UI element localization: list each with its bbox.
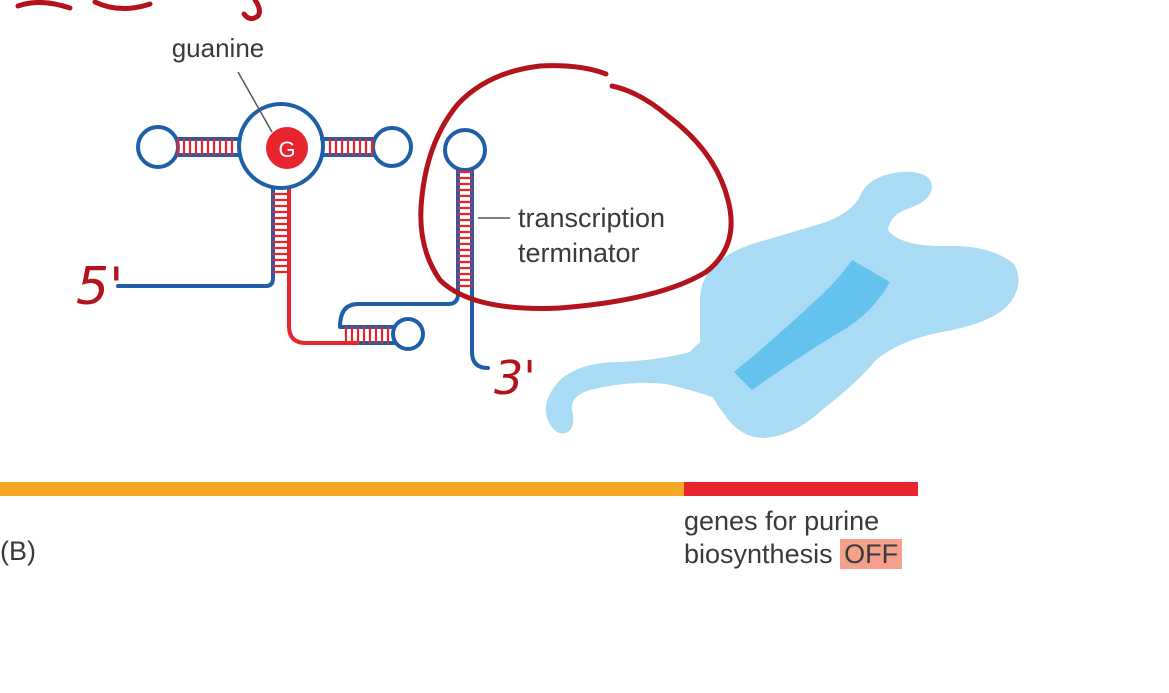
p3-loop (371, 126, 413, 168)
genes-label: genes for purine biosynthesis OFF (684, 505, 903, 571)
p3-stem (320, 137, 382, 157)
terminator-base-pairs (456, 170, 474, 288)
five-prime-leader (116, 186, 275, 288)
p3-base-pairs (328, 137, 374, 157)
guanine-ligand: G (237, 71, 308, 169)
terminator-loop (443, 128, 487, 172)
p1-right-strand (287, 186, 362, 345)
lower-hairpin-base-pairs (344, 325, 390, 345)
p2-base-pairs (176, 137, 234, 157)
panel-label: (B) (0, 536, 36, 566)
guanine-label: guanine (172, 33, 265, 63)
handwriting-scribble (15, 0, 262, 22)
three-prime-annotation: 3' (494, 351, 536, 405)
terminator-stem (456, 164, 490, 370)
guanine-circle (266, 127, 308, 169)
handwritten-circle (418, 63, 734, 311)
off-status-badge: OFF (840, 539, 903, 569)
guanine-badge: G (278, 137, 295, 162)
rna-polymerase (545, 171, 1019, 438)
dna-upstream-region (0, 482, 684, 496)
p2-loop (136, 125, 180, 169)
p2-stem (168, 137, 242, 157)
terminator-label-line1: transcription (518, 203, 665, 233)
terminator-label-line2: terminator (518, 238, 640, 268)
genes-label-line2-text: biosynthesis (684, 539, 833, 569)
rna-strand (116, 102, 490, 370)
guanine-leader-line (237, 71, 273, 133)
polymerase-channel (734, 260, 890, 390)
genes-label-line1: genes for purine (684, 506, 880, 536)
lower-hairpin-loop (391, 317, 425, 351)
five-prime-annotation: 5' (76, 257, 123, 317)
purine-genes-region (684, 482, 918, 496)
genes-label-line2: biosynthesis OFF (684, 538, 903, 571)
p1-base-pairs (271, 192, 291, 274)
